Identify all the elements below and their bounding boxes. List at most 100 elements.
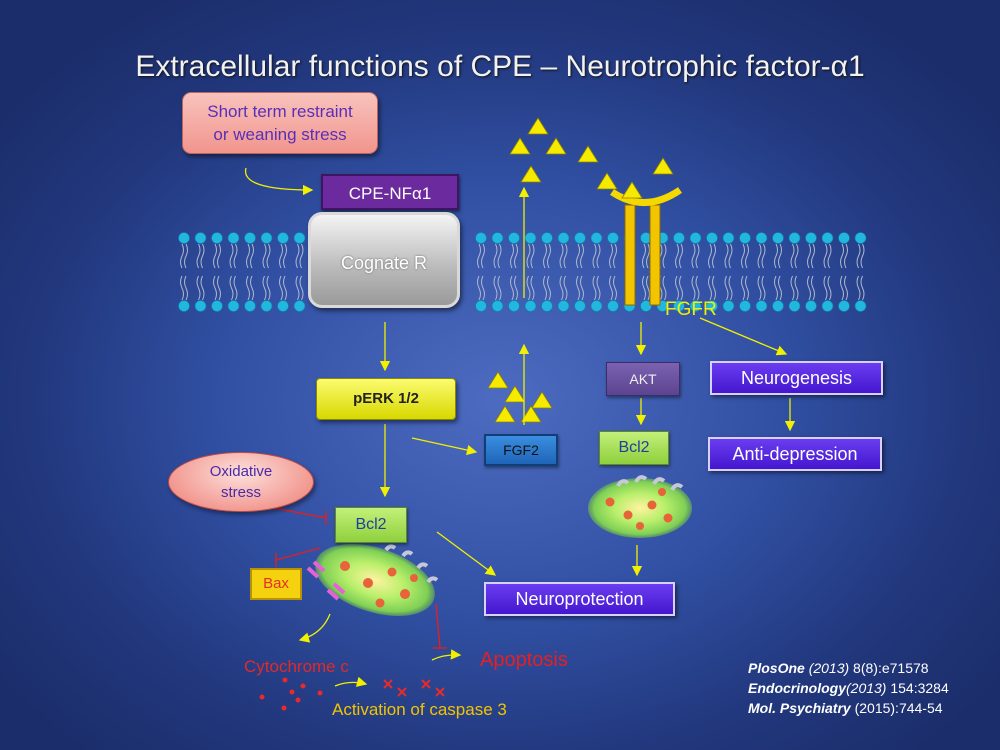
lipid-tail [530,275,535,301]
lipid-tail [790,243,795,269]
stress-line-1: Short term restraint [207,102,353,121]
lipid-tail [757,275,762,301]
lipid-tail [790,275,795,301]
slide-title: Extracellular functions of CPE – Neurotr… [135,50,865,83]
anti-depression-box: Anti-depression [708,437,882,471]
lipid-head [640,232,652,244]
oxidative-stress-ellipse: Oxidative stress [168,452,314,512]
lipid-head [640,300,652,312]
lipid-tail [827,275,832,301]
lipid-head [772,232,784,244]
ligand-triangle [652,157,674,175]
ref-year: (2013) [846,680,887,696]
lipid-head [260,232,273,244]
lipid-head [607,232,619,244]
lipid-head [211,232,223,244]
fgfr-receptor [610,187,682,306]
lipid-tail [642,275,646,301]
fgfr-label: FGFR [665,299,717,320]
references: PlosOne (2013) 8(8):e71578 Endocrinology… [748,658,949,718]
lipid-tail [794,275,799,301]
lipid-tail [844,243,848,269]
ligand-triangle [487,371,509,389]
lipid-tail [180,243,184,269]
lipid-tail [217,243,221,269]
lipid-tail [778,243,782,269]
lipid-tail [675,243,679,269]
lipid-head [656,232,669,244]
lipid-tail [510,243,514,269]
caspase-label: Activation of caspase 3 [332,700,507,719]
lipid-tail [741,275,745,301]
lipid-tail [679,243,683,269]
lipid-tail [233,275,238,301]
lipid-tail [213,243,217,269]
ligand-triangle [596,172,618,190]
lipid-tail [629,243,634,269]
lipid-head [623,300,636,312]
ref-journal: Mol. Psychiatry [748,700,851,716]
ligand-triangle [577,145,599,163]
caspase-marks [383,679,445,697]
lipid-head [755,300,768,312]
lipid-tail [563,275,568,301]
stress-box: Short term restraint or weaning stress [182,92,378,154]
lipid-tail [543,275,547,301]
oxidative-line-2: stress [220,484,261,501]
lipid-tail [609,243,613,269]
lipid-tail [233,243,238,269]
reference-3: Mol. Psychiatry (2015):744-54 [748,698,949,718]
lipid-tail [860,243,865,269]
lipid-head [706,232,718,244]
lipid-tail [526,275,531,301]
ligand-triangle [509,137,531,155]
lipid-head [854,232,867,244]
lipid-tail [774,275,778,301]
lipid-tail [200,243,205,269]
lipid-tail [543,243,547,269]
lipid-tail [229,243,234,269]
lipid-head [491,300,504,312]
lipid-head [178,300,190,312]
lipid-head [821,232,834,244]
lipid-head [805,232,817,244]
lipid-tail [708,243,712,269]
lipid-tail [856,243,861,269]
lipid-tail [250,243,254,269]
cytochrome-dots [259,677,323,711]
lipid-tail [266,243,271,269]
fgf2-box: FGF2 [484,434,558,466]
lipid-head [590,232,603,244]
lipid-head [293,300,306,312]
lipid-tail [559,275,564,301]
lipid-head [623,232,636,244]
lipid-head [508,232,520,244]
lipid-head [475,300,487,312]
lipid-tail [625,243,630,269]
cell-membrane [178,232,867,312]
lipid-tail [695,243,700,269]
neuroprotection-box: Neuroprotection [484,582,675,616]
lipid-tail [246,243,250,269]
lipid-head [524,300,537,312]
lipid-tail [629,275,634,301]
lipid-head [821,300,834,312]
lipid-head [557,300,570,312]
lipid-head [788,300,801,312]
cpe-nfa1-box: CPE-NFα1 [321,174,459,210]
lipid-head [244,300,256,312]
ref-citation: (2015):744-54 [850,700,943,716]
lipid-tail [200,275,205,301]
lipid-tail [477,243,481,269]
mitochondrion-left [306,544,439,616]
ligand-triangle [531,391,553,409]
lipid-tail [675,275,679,301]
stress-line-2: or weaning stress [213,125,347,144]
ref-journal: PlosOne [748,660,805,676]
lipid-tail [497,243,502,269]
lipid-head [244,232,256,244]
lipid-tail [530,243,535,269]
lipid-tail [745,275,749,301]
lipid-head [739,300,751,312]
